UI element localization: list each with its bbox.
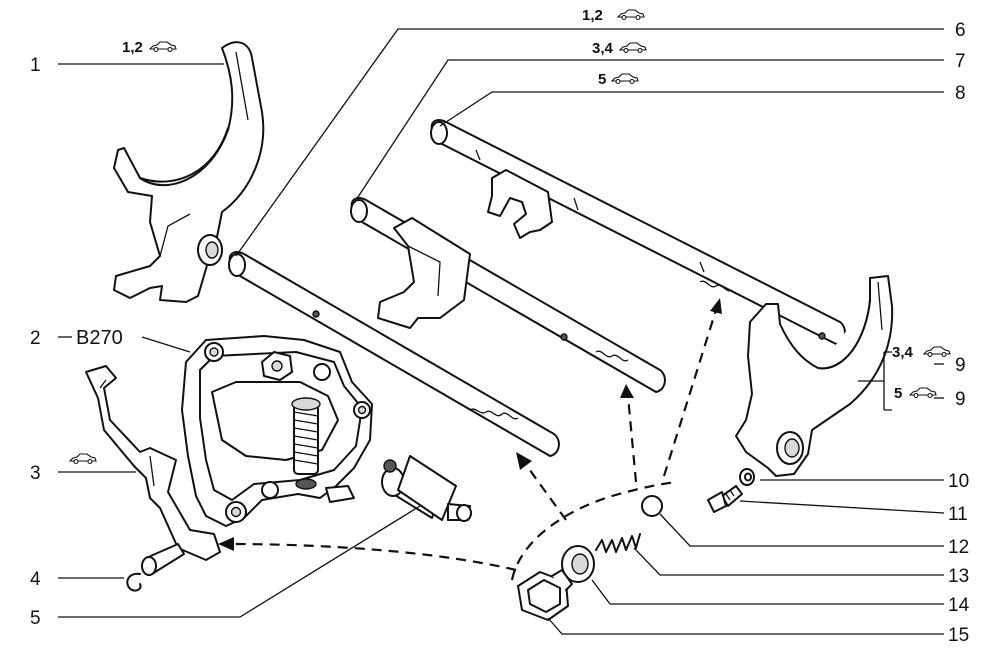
callout-11: 11 bbox=[948, 504, 968, 525]
callout-7: 7 bbox=[955, 51, 966, 72]
selector-lever bbox=[85, 365, 221, 576]
detent-spring-13 bbox=[595, 533, 641, 553]
callout-15: 15 bbox=[948, 625, 969, 646]
part-code-b270: B270 bbox=[76, 327, 123, 349]
sealing-washer-14 bbox=[561, 545, 595, 583]
callout-6: 6 bbox=[955, 20, 966, 41]
callout-13: 13 bbox=[948, 566, 969, 587]
selector-mechanism-b270 bbox=[181, 335, 373, 527]
callout-12: 12 bbox=[948, 537, 969, 558]
callout-2: 2 bbox=[30, 328, 41, 349]
assembly-arrows bbox=[218, 298, 722, 581]
car-icon bbox=[619, 42, 647, 54]
reverse-light-switch bbox=[381, 455, 472, 522]
car-icon bbox=[69, 453, 97, 465]
callout-9a: 9 bbox=[955, 355, 966, 376]
selector-rod-5 bbox=[430, 119, 846, 345]
gear-label-rod-8: 5 bbox=[598, 71, 639, 88]
selector-fork-3-4-5 bbox=[735, 275, 894, 477]
callout-1: 1 bbox=[30, 55, 41, 76]
gear-label-text: 5 bbox=[894, 385, 902, 402]
car-icon bbox=[149, 41, 177, 53]
gear-label-text: 5 bbox=[598, 71, 606, 88]
gear-label-rod-6: 1,2 bbox=[582, 7, 645, 24]
plug-15 bbox=[517, 569, 573, 621]
callout-4: 4 bbox=[30, 569, 41, 590]
callout-10: 10 bbox=[948, 471, 969, 492]
gear-label-rod-7: 3,4 bbox=[592, 40, 647, 57]
detent-ball-12 bbox=[641, 495, 663, 517]
callout-numbers: 1 2 B270 3 4 5 6 7 8 9 9 10 11 12 13 14 … bbox=[30, 20, 970, 646]
gear-label-fork-9b: 5 bbox=[894, 385, 937, 402]
car-icon bbox=[617, 9, 645, 21]
car-icon bbox=[611, 73, 639, 85]
gear-label-text: 1,2 bbox=[582, 7, 603, 24]
gear-label-fork-1: 1,2 bbox=[122, 39, 177, 56]
callout-5: 5 bbox=[30, 608, 41, 629]
selector-rod-1-2 bbox=[228, 251, 560, 457]
leader-lines bbox=[58, 28, 945, 635]
callout-3: 3 bbox=[30, 463, 41, 484]
lock-washer-10 bbox=[739, 468, 755, 486]
car-icon bbox=[923, 346, 951, 358]
gear-label-text: 3,4 bbox=[592, 40, 614, 57]
callout-9b: 9 bbox=[955, 389, 966, 410]
gear-label-text: 3,4 bbox=[892, 344, 914, 361]
gear-label-text: 1,2 bbox=[122, 39, 143, 56]
car-icon bbox=[909, 387, 937, 399]
callout-14: 14 bbox=[948, 595, 970, 616]
selector-rod-3-4 bbox=[350, 197, 666, 393]
circlip-4 bbox=[126, 572, 142, 592]
callout-8: 8 bbox=[955, 83, 966, 104]
gear-label-fork-9a: 3,4 bbox=[892, 344, 951, 361]
bolt-11 bbox=[707, 485, 743, 513]
selector-fork-1-2 bbox=[113, 41, 265, 303]
